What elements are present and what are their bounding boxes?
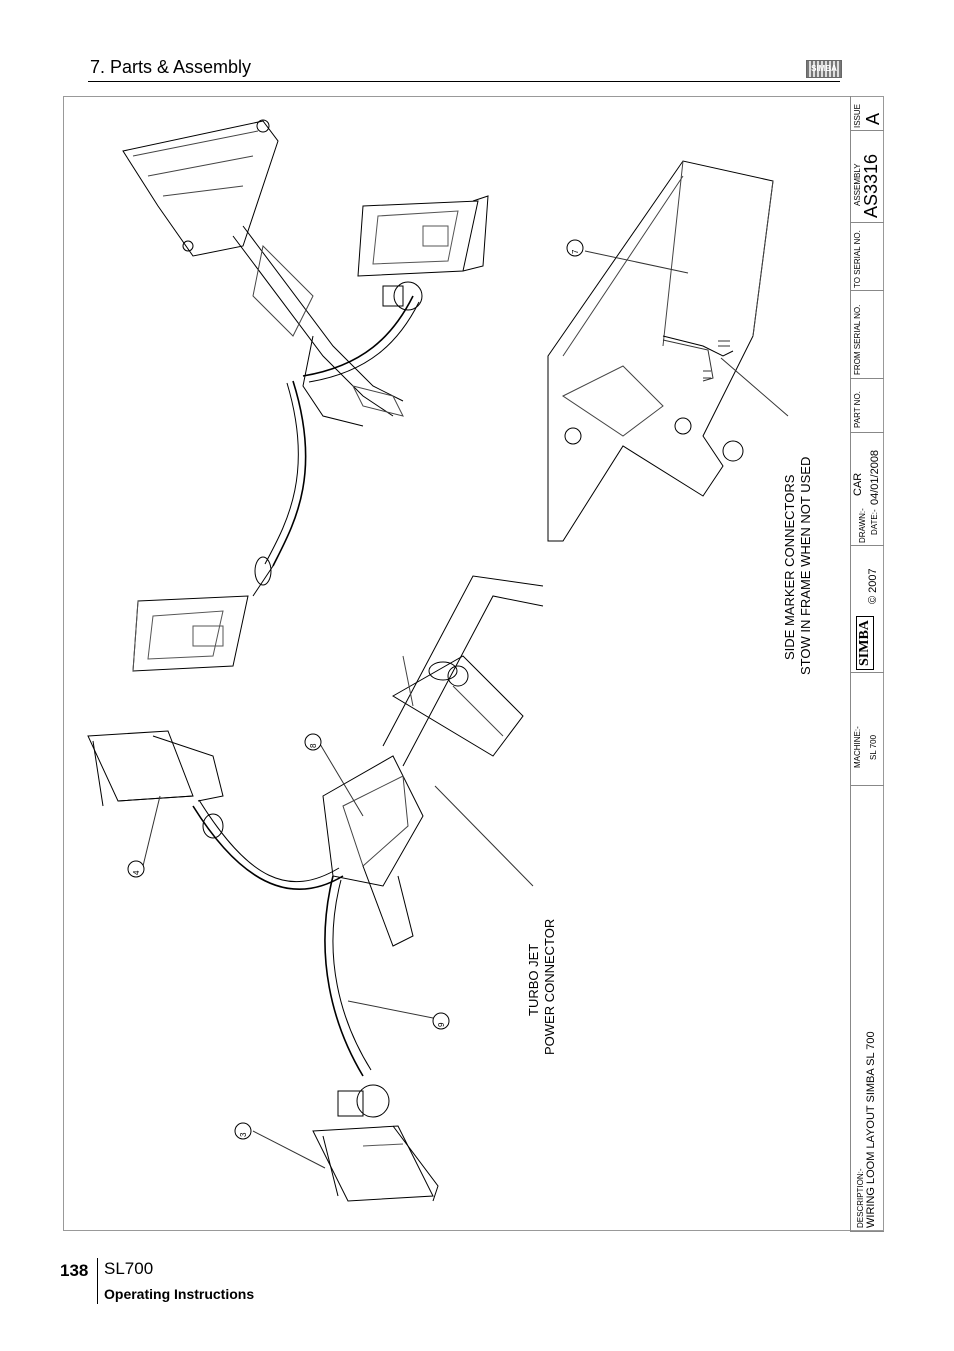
- header-rule: [88, 81, 840, 82]
- machine-label: MACHINE:-: [853, 726, 862, 768]
- drawing-frame: [63, 96, 884, 1231]
- issue-value: A: [863, 112, 883, 125]
- page-number: 138: [60, 1261, 89, 1280]
- leader-lines: [142, 250, 789, 1169]
- drawn-value: CAR: [852, 472, 864, 496]
- callout-circles: [127, 239, 584, 1140]
- brand-logo: SIMBA: [806, 60, 842, 78]
- detail-side-marker: [547, 160, 774, 542]
- title-block-logo: SIMBA: [856, 616, 874, 670]
- turbo-jet-note-line2: POWER CONNECTOR: [542, 918, 557, 1055]
- issue-label: ISSUE: [853, 103, 862, 128]
- date-label: DATE:-: [870, 509, 879, 535]
- callout-8: [304, 733, 322, 751]
- callout-7-label: 7: [571, 249, 580, 254]
- side-marker-note-line2: STOW IN FRAME WHEN NOT USED: [798, 456, 813, 675]
- model-name: SL700: [104, 1259, 154, 1278]
- section-title: 7. Parts & Assembly: [90, 57, 252, 77]
- turbo-jet-note-line1: TURBO JET: [526, 943, 541, 1016]
- upper-frame-assembly: [122, 119, 489, 672]
- description-value: WIRING LOOM LAYOUT SIMBA SL 700: [865, 1031, 877, 1228]
- date-value: 04/01/2008: [869, 449, 881, 505]
- copyright: © 2007: [867, 568, 879, 604]
- callout-9: [432, 1012, 450, 1030]
- to-serial-label: TO SERIAL NO.: [853, 230, 862, 288]
- callout-4: [127, 860, 145, 878]
- callout-7: [566, 239, 584, 257]
- machine-value: SL 700: [869, 734, 878, 760]
- footer-divider: [97, 1258, 98, 1304]
- callout-4-label: 4: [132, 870, 141, 875]
- description-label: DESCRIPTION:-: [856, 1168, 865, 1228]
- part-no-label: PART NO.: [853, 391, 862, 428]
- callout-9-label: 9: [437, 1022, 446, 1027]
- callout-8-label: 8: [309, 743, 318, 748]
- wiring-loom-drawing: [87, 119, 789, 1202]
- callout-3: [234, 1122, 252, 1140]
- drawn-label: DRAWN:-: [858, 508, 867, 543]
- assembly-value: AS3316: [861, 153, 881, 218]
- callout-3-label: 3: [239, 1132, 248, 1137]
- from-serial-label: FROM SERIAL NO.: [853, 304, 862, 375]
- side-marker-note-line1: SIDE MARKER CONNECTORS: [782, 474, 797, 660]
- title-block-border: [850, 96, 851, 1231]
- lower-frame-assembly: [87, 575, 544, 1202]
- footer-subtitle: Operating Instructions: [104, 1286, 255, 1302]
